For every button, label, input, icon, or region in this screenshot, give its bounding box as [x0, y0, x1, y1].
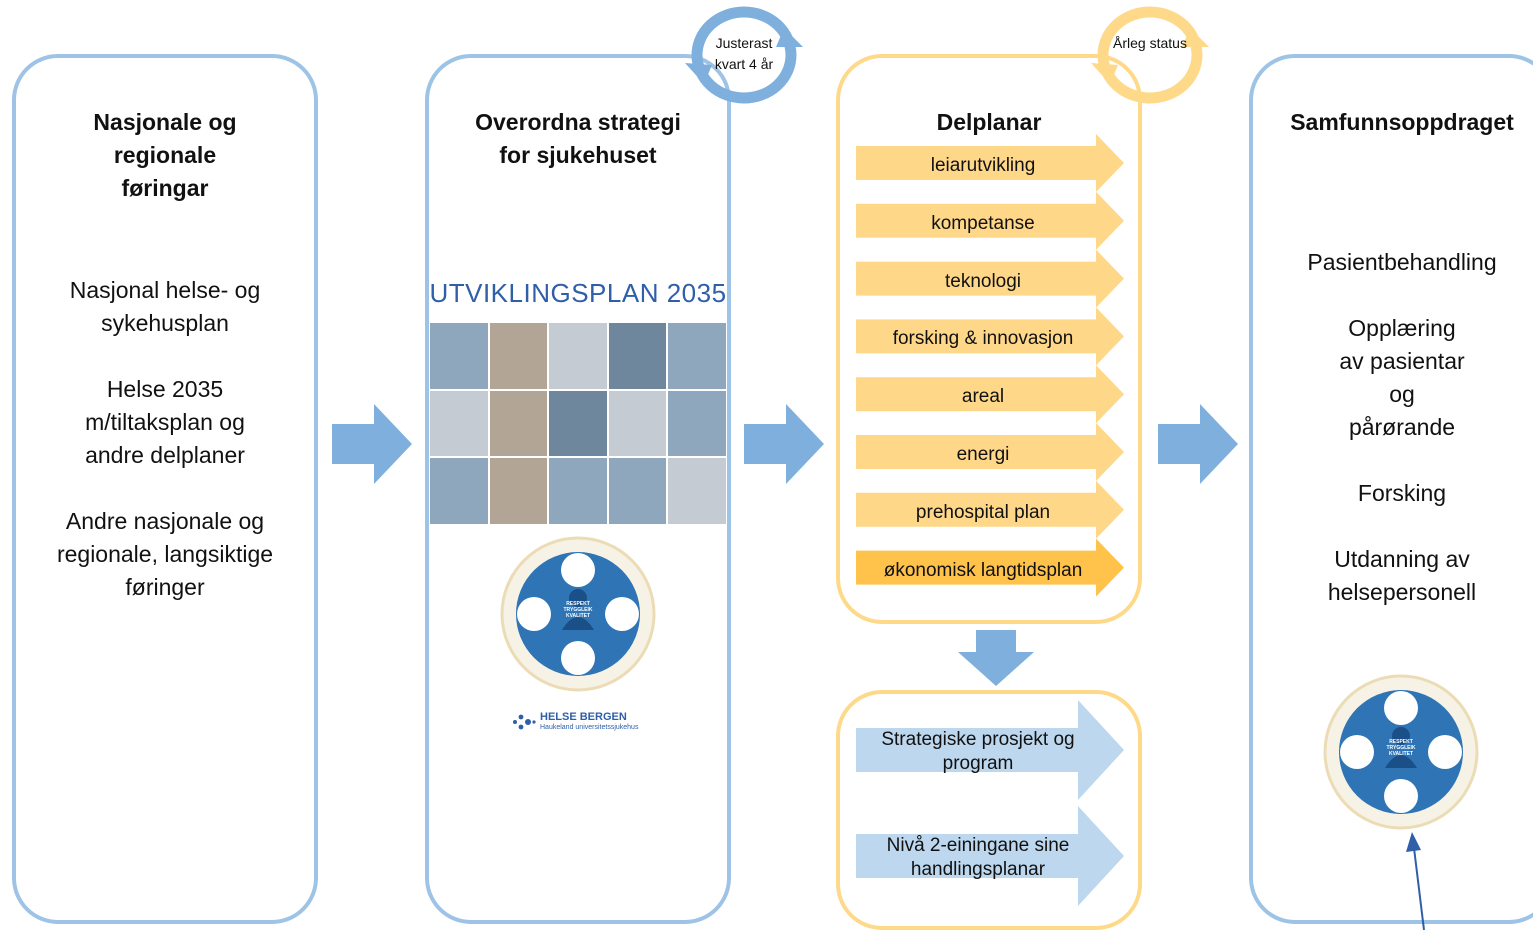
- collage-photo: [608, 390, 667, 457]
- subplan-arrow: [856, 480, 1124, 539]
- subplan-arrow: [856, 134, 1124, 192]
- pointer-arrow: [1406, 832, 1425, 930]
- helse-bergen-logo: HELSE BERGEN Haukeland universitetssjuke…: [512, 710, 662, 736]
- collage-photo: [668, 390, 726, 457]
- national-guidelines-title: Nasjonale og regionale føringar: [93, 109, 237, 201]
- subplan-label: teknologi: [944, 271, 1022, 292]
- values-wheel-graphic: [1323, 674, 1479, 830]
- subplan-arrow: [856, 365, 1124, 424]
- action-arrows: [856, 700, 1124, 906]
- guideline-item: Helse 2035 m/tiltaksplan og andre delpla…: [85, 376, 245, 468]
- national-guidelines-panel: Nasjonale og regionale føringar Nasjonal…: [12, 54, 318, 924]
- values-wheel-graphic: [500, 536, 656, 692]
- subplan-arrow: [856, 191, 1124, 250]
- guideline-item: Andre nasjonale og regionale, langsiktig…: [56, 508, 274, 600]
- collage-photo: [668, 323, 726, 389]
- subplan-label: kompetanse: [931, 213, 1035, 234]
- logo-subtitle: Haukeland universitetssjukehus: [540, 724, 639, 731]
- adjustment-cycle-label: Justerast kvart 4 år: [714, 35, 774, 72]
- collage-photo: [549, 323, 607, 389]
- mission-item: Opplæring av pasientar og pårørande: [1339, 315, 1465, 440]
- subplan-label: prehospital plan: [915, 502, 1051, 523]
- collage-photo: [549, 390, 607, 457]
- subplan-arrow: [856, 249, 1124, 308]
- collage-photo: [430, 458, 488, 524]
- down-arrow: [958, 630, 1034, 686]
- subplan-label: leiarutvikling: [930, 155, 1036, 176]
- collage-photo: [489, 323, 548, 389]
- subplan-label: energi: [956, 444, 1010, 465]
- annual-status-label: Årleg status: [1113, 35, 1187, 51]
- mission-item: Pasientbehandling: [1307, 249, 1497, 275]
- logo-name: HELSE BERGEN: [540, 711, 627, 723]
- subplan-label: forsking & innovasjon: [892, 328, 1074, 349]
- collage-photo: [430, 323, 488, 389]
- collage-photo: [430, 390, 488, 457]
- social-mission-list: Pasientbehandling Opplæring av pasientar…: [1253, 246, 1533, 642]
- subplan-arrow: [856, 538, 1124, 597]
- strategic-projects-label: Strategiske prosjekt og program: [881, 729, 1075, 774]
- strategy-photo-collage: [430, 323, 726, 524]
- subplans-arrows: [856, 134, 1124, 597]
- guideline-item: Nasjonal helse- og sykehusplan: [69, 277, 261, 336]
- subplan-label: areal: [961, 386, 1005, 407]
- collage-photo: [608, 323, 667, 389]
- collage-photo: [668, 458, 726, 524]
- collage-photo: [549, 458, 607, 524]
- values-wheel-center-text: RESPEKT TRYGGLEIK KVALITET: [563, 601, 593, 619]
- development-plan-title: UTVIKLINGSPLAN 2035: [429, 278, 727, 308]
- collage-photo: [489, 390, 548, 457]
- subplans-title: Delplanar: [936, 109, 1042, 135]
- cycle-arrow-blue-icon: [685, 6, 803, 104]
- collage-photo: [489, 458, 548, 524]
- values-wheel-center-text: RESPEKT TRYGGLEIK KVALITET: [1386, 739, 1416, 757]
- hospital-strategy-title: Overordna strategi for sjukehuset: [475, 109, 681, 168]
- social-mission-title: Samfunnsoppdraget: [1290, 109, 1514, 135]
- logo-dots-icon: [513, 714, 536, 730]
- unit-action-plans-label: Nivå 2-einingane sine handlingsplanar: [886, 835, 1070, 880]
- mission-item: Utdanning av helsepersonell: [1327, 546, 1477, 605]
- mission-item: Forsking: [1357, 480, 1447, 506]
- flow-arrow: [744, 404, 824, 484]
- cycle-arrow-orange-icon: [1091, 6, 1209, 104]
- subplan-label: økonomisk langtidsplan: [883, 560, 1083, 581]
- national-guidelines-list: Nasjonal helse- og sykehusplan Helse 203…: [16, 274, 314, 637]
- subplan-arrow: [856, 307, 1124, 366]
- flow-arrow: [1158, 404, 1238, 484]
- collage-photo: [608, 458, 667, 524]
- flow-arrow: [332, 404, 412, 484]
- subplan-arrow: [856, 423, 1124, 481]
